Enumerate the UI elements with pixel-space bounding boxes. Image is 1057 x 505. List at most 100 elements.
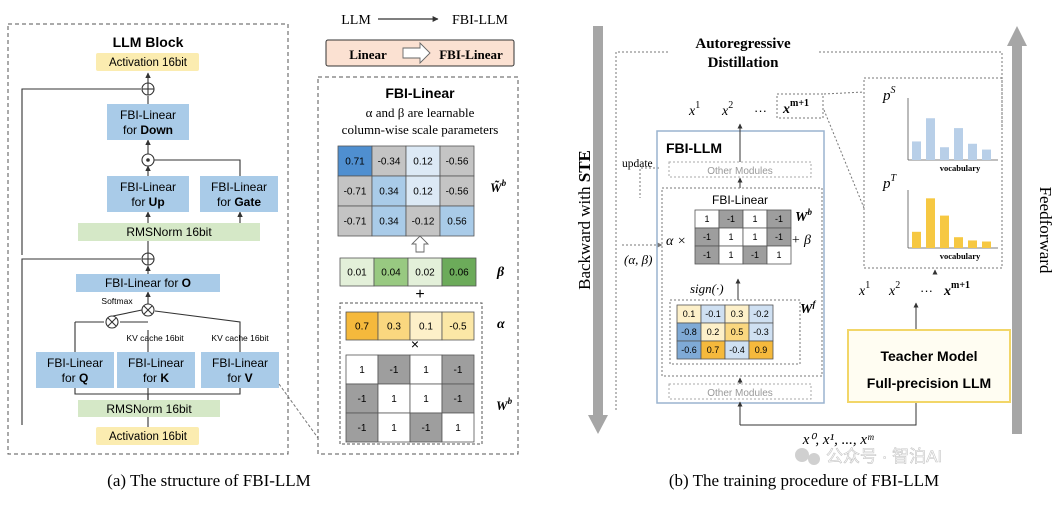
- mapping-to: FBI-LLM: [452, 13, 509, 28]
- banner-arrow-icon: [402, 41, 431, 65]
- beta-cell: [373, 257, 409, 287]
- beta-cell: [339, 257, 375, 287]
- teacher-distribution-bars: [907, 190, 998, 249]
- wb-a-value: 1: [423, 365, 429, 376]
- w-tilde-value: -0.71: [344, 217, 367, 228]
- distill-connectors: [615, 51, 1003, 410]
- other-modules-bottom-label: Other Modules: [707, 388, 773, 399]
- wb-b-value: -1: [775, 232, 783, 242]
- detail-link: [278, 383, 319, 439]
- beta-cell: [441, 257, 477, 287]
- teacher-line1: Teacher Model: [881, 348, 978, 364]
- wb-b-value: 1: [752, 214, 757, 224]
- wb-b-value: -1: [775, 214, 783, 224]
- beta-value: 0.01: [347, 268, 367, 279]
- wb-a-value: 1: [423, 394, 429, 405]
- detail-desc-2: column-wise scale parameters: [342, 122, 499, 137]
- panel-a: LLM Block Activation 16bit: [7, 13, 519, 490]
- wf-value: 0.9: [755, 345, 768, 355]
- w-tilde-cell: [405, 205, 441, 237]
- detail-title: FBI-Linear: [385, 85, 455, 101]
- wf-value: -0.6: [681, 345, 697, 355]
- vocab-label-2: vocabulary: [940, 251, 981, 261]
- w-tilde-cell: [439, 205, 475, 237]
- wf-value: -0.2: [753, 309, 769, 319]
- wf-value: -0.3: [753, 327, 769, 337]
- wb-a-cell: [409, 354, 443, 385]
- teacher-xm1: xm+1: [943, 280, 970, 299]
- fbi-linear-down: [107, 104, 189, 140]
- fbi-llm-title: FBI-LLM: [666, 140, 722, 156]
- wb-a-value: -1: [422, 423, 431, 434]
- w-tilde-cell: [371, 175, 407, 207]
- student-distribution-bars: [907, 98, 998, 161]
- w-tilde-value: 0.34: [379, 187, 399, 198]
- wb-b-cell: [766, 245, 792, 265]
- fbi-linear-k: [117, 352, 195, 388]
- wb-a-value: -1: [358, 394, 367, 405]
- caption-b: (b) The training procedure of FBI-LLM: [669, 471, 939, 490]
- vocab-label-1: vocabulary: [940, 163, 981, 173]
- teacher-dist-bar: [968, 240, 977, 248]
- wb-a-value: -1: [358, 423, 367, 434]
- wb-a-value: 1: [455, 423, 461, 434]
- teacher-x1: x1: [858, 280, 870, 299]
- w-tilde-value: -0.34: [378, 157, 401, 168]
- fbi-up-line2: for Up: [131, 195, 164, 209]
- w-tilde-cell: [371, 205, 407, 237]
- fbi-gate-line1: FBI-Linear: [211, 180, 267, 194]
- fbi-linear-q: [36, 352, 114, 388]
- beta-value: 0.04: [381, 268, 401, 279]
- alpha-label: α: [497, 317, 505, 332]
- teacher-line2: Full-precision LLM: [867, 375, 991, 391]
- wb-a-cell: [441, 383, 475, 414]
- activation-top-label: Activation 16bit: [109, 57, 188, 69]
- alpha-value: 0.1: [419, 322, 433, 333]
- fbi-down-line2: for Down: [123, 123, 173, 137]
- watermark-text: 公众号 · 智泊AI: [826, 447, 942, 466]
- student-dist-bar: [982, 149, 991, 160]
- w-tilde-cell: [439, 145, 475, 177]
- fbi-k-line2: for K: [143, 371, 169, 385]
- fbi-linear-label: FBI-Linear: [712, 193, 768, 207]
- wf-value: 0.5: [731, 327, 744, 337]
- beta-value: 0.06: [449, 268, 469, 279]
- softmax-label: Softmax: [101, 296, 133, 306]
- wf-value: 0.2: [707, 327, 720, 337]
- wb-a-value: -1: [390, 365, 399, 376]
- rmsnorm-bottom: [78, 400, 220, 417]
- feedforward-arrow: [1007, 26, 1027, 434]
- wb-label-b: Wb: [795, 207, 812, 225]
- detail-desc-1: α and β are learnable: [366, 105, 475, 120]
- teacher-dist-bar: [954, 237, 963, 248]
- llm-block-connectors: [21, 72, 243, 427]
- fbi-linear-up: [107, 176, 189, 212]
- teacher-dots: ···: [920, 283, 933, 298]
- wb-b-value: -1: [751, 250, 759, 260]
- w-tilde-value: 0.34: [379, 217, 399, 228]
- activation-bottom: [96, 427, 199, 445]
- teacher-dist-bar: [926, 198, 935, 248]
- feedforward-label: Feedforward: [1036, 187, 1055, 274]
- beta-cell: [407, 257, 443, 287]
- wb-a-value: -1: [454, 394, 463, 405]
- teacher-dist-label: pT: [882, 173, 898, 192]
- wb-b-value: -1: [703, 250, 711, 260]
- wb-b-value: 1: [728, 250, 733, 260]
- other-modules-top-label: Other Modules: [707, 166, 773, 177]
- watermark-icon: [795, 448, 809, 462]
- w-tilde-value: 0.12: [413, 157, 433, 168]
- w-tilde-cell: [405, 175, 441, 207]
- w-tilde-cell: [337, 205, 373, 237]
- wb-b-value: 1: [752, 232, 757, 242]
- plus-beta-label: + β: [791, 233, 811, 248]
- fbi-q-line1: FBI-Linear: [47, 356, 103, 370]
- w-tilde-value: -0.12: [412, 217, 435, 228]
- fbi-linear-gate: [200, 176, 278, 212]
- wb-a-cell: [377, 383, 411, 414]
